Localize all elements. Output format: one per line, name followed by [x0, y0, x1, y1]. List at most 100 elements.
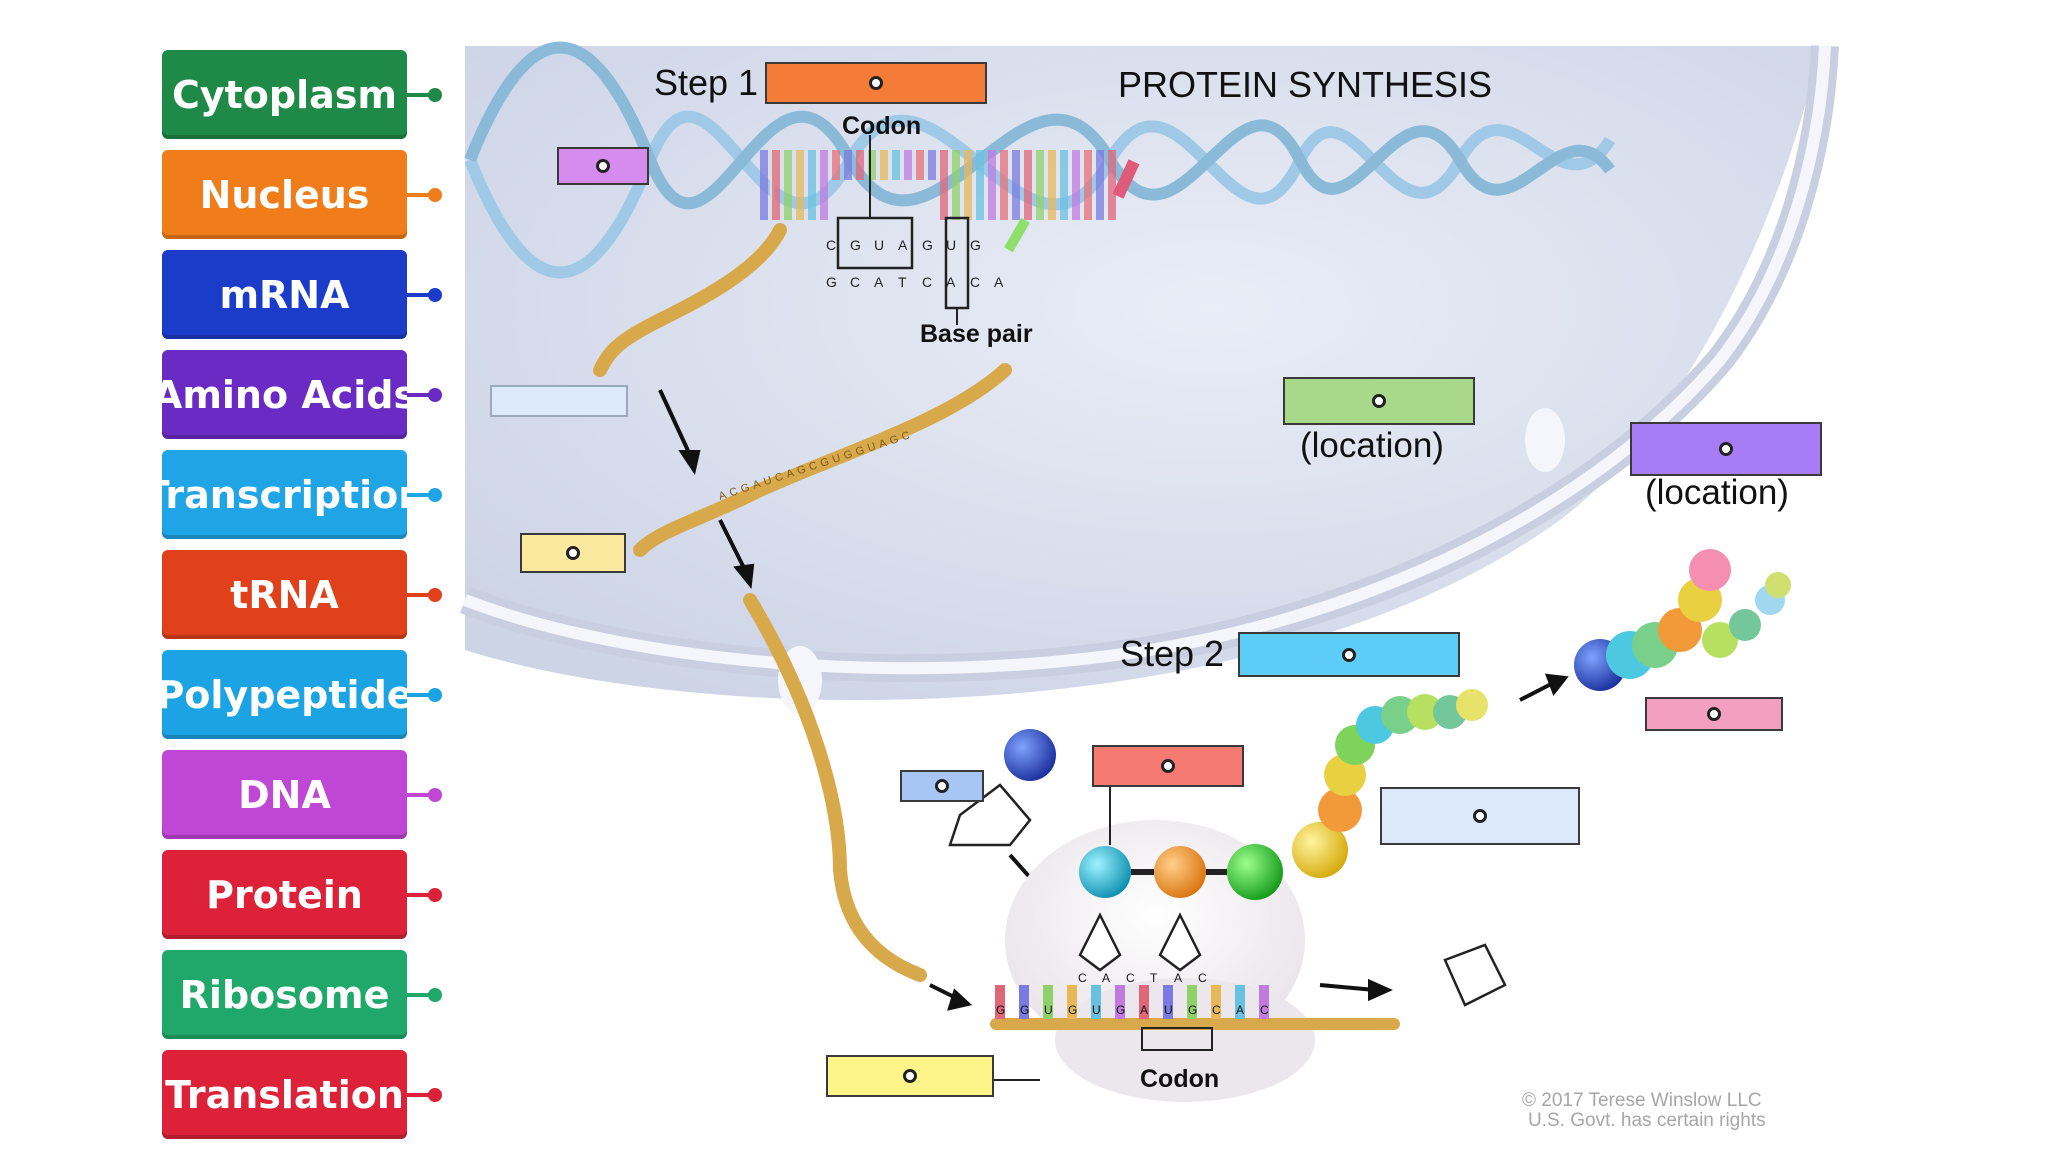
drop-zone-trna-amino[interactable] [900, 770, 984, 802]
dna-base-rung [976, 150, 984, 220]
word-bank-item-cytoplasm[interactable]: Cytoplasm [162, 50, 407, 139]
dna-base-letter: G [922, 237, 933, 253]
mrna-base-letter: G [1188, 1003, 1197, 1017]
dna-base-rung [820, 150, 828, 220]
drop-zone-mrna[interactable] [520, 533, 626, 573]
drop-target-pin [596, 159, 610, 173]
dna-base-rung [1084, 150, 1092, 220]
word-bank-connector[interactable] [407, 88, 442, 102]
mrna-base [1211, 985, 1221, 1019]
dna-base-rung [868, 150, 876, 180]
mrna-base [1139, 985, 1149, 1019]
drop-target-pin [1473, 809, 1487, 823]
word-bank-item-transcription[interactable]: Transcription [144, 450, 425, 539]
trna-leaving [1443, 943, 1507, 1007]
base-pair-label: Base pair [920, 320, 1033, 348]
mrna-base-letter: G [1116, 1003, 1125, 1017]
dna-base-rung [964, 150, 972, 220]
word-bank-connector[interactable] [407, 388, 442, 402]
drop-zone-cytoplasm-location[interactable] [1630, 422, 1822, 476]
codon-label-top: Codon [842, 112, 922, 140]
drop-target-pin [1719, 442, 1733, 456]
word-bank-item-trna[interactable]: tRNA [162, 550, 407, 639]
amino-acid [1292, 822, 1348, 878]
word-bank-connector[interactable] [407, 988, 442, 1002]
word-bank-connector[interactable] [407, 188, 442, 202]
word-bank-connector[interactable] [407, 688, 442, 702]
word-bank-connector[interactable] [407, 1088, 442, 1102]
drop-target-pin [566, 546, 580, 560]
mrna-base-letter: A [1236, 1003, 1244, 1017]
mrna-base [1115, 985, 1125, 1019]
drop-zone-amino-acids[interactable] [1092, 745, 1244, 787]
dna-base-rung [772, 150, 780, 220]
trna-incoming [948, 783, 1032, 847]
dna-base-rung [904, 150, 912, 180]
dna-base-letter: A [898, 237, 908, 253]
word-bank-item-ribosome[interactable]: Ribosome [162, 950, 407, 1039]
drop-zone-dna[interactable] [557, 147, 649, 185]
word-bank-connector[interactable] [407, 488, 442, 502]
word-bank-item-protein[interactable]: Protein [162, 850, 407, 939]
mrna-base-letter: U [1044, 1003, 1053, 1017]
connector-dot [428, 888, 442, 902]
amino-acid [1004, 729, 1056, 781]
connector-dot [428, 488, 442, 502]
mrna-base-letter: A [1140, 1003, 1148, 1017]
trna-anticodon-letter: C [1078, 971, 1087, 985]
dna-base-rung [1012, 150, 1020, 220]
word-bank-item-mrna[interactable]: mRNA [162, 250, 407, 339]
dna-base-rung [796, 150, 804, 220]
drop-zone-step2[interactable] [1238, 632, 1460, 677]
trna-anticodon-letter: A [1174, 971, 1182, 985]
trna-anticodon-letter: T [1150, 971, 1158, 985]
word-bank-item-nucleus[interactable]: Nucleus [162, 150, 407, 239]
word-bank-item-dna[interactable]: DNA [162, 750, 407, 839]
mrna-base [1187, 985, 1197, 1019]
word-bank-label: Cytoplasm [171, 72, 397, 117]
word-bank-label: Protein [206, 872, 363, 917]
dna-base-letter: U [946, 237, 956, 253]
drop-target-pin [1161, 759, 1175, 773]
dna-base-rung [1036, 150, 1044, 220]
dna-base-rung [916, 150, 924, 180]
connector-dot [428, 388, 442, 402]
dna-base-rung [892, 150, 900, 180]
drop-zone-protein[interactable] [1645, 697, 1783, 731]
mrna-strand [593, 223, 787, 377]
dna-base-rung [928, 150, 936, 180]
word-bank-label: Ribosome [179, 972, 390, 1017]
word-bank-connector[interactable] [407, 588, 442, 602]
word-bank-item-polypeptide[interactable]: Polypeptide [156, 650, 413, 739]
word-bank-connector[interactable] [407, 288, 442, 302]
drop-zone-step1[interactable] [765, 62, 987, 104]
step1-label: Step 1 [654, 62, 759, 103]
dna-base-letter: C [922, 274, 932, 290]
amino-acid [1227, 844, 1283, 900]
word-bank-label: Nucleus [199, 172, 370, 217]
drop-target-pin [1342, 647, 1356, 662]
mrna-base [1067, 985, 1077, 1019]
amino-acid [1154, 846, 1206, 898]
dna-base-letter: C [850, 274, 860, 290]
word-bank-item-translation[interactable]: Translation [162, 1050, 407, 1139]
dna-base-letter: A [874, 274, 884, 290]
mrna-strand [743, 593, 927, 982]
word-bank-label: Amino Acids [152, 372, 417, 417]
drop-zone-polypeptide[interactable] [1380, 787, 1580, 845]
location-label-cytoplasm: (location) [1645, 473, 1789, 512]
mrna-base [995, 985, 1005, 1019]
word-bank-connector[interactable] [407, 788, 442, 802]
word-bank-item-amino-acids[interactable]: Amino Acids [153, 350, 416, 439]
drop-target-pin [935, 779, 949, 793]
codon-label-bottom: Codon [1140, 1065, 1220, 1093]
dna-base-letter: C [970, 274, 980, 290]
drop-zone-empty[interactable] [490, 385, 628, 417]
drop-zone-nucleus-location[interactable] [1283, 377, 1475, 425]
word-bank-connector[interactable] [407, 888, 442, 902]
drop-target-pin [1372, 394, 1386, 408]
drop-zone-ribosome[interactable] [826, 1055, 994, 1097]
dna-base-rung [760, 150, 768, 220]
ribosome-mrna [990, 1018, 1400, 1030]
